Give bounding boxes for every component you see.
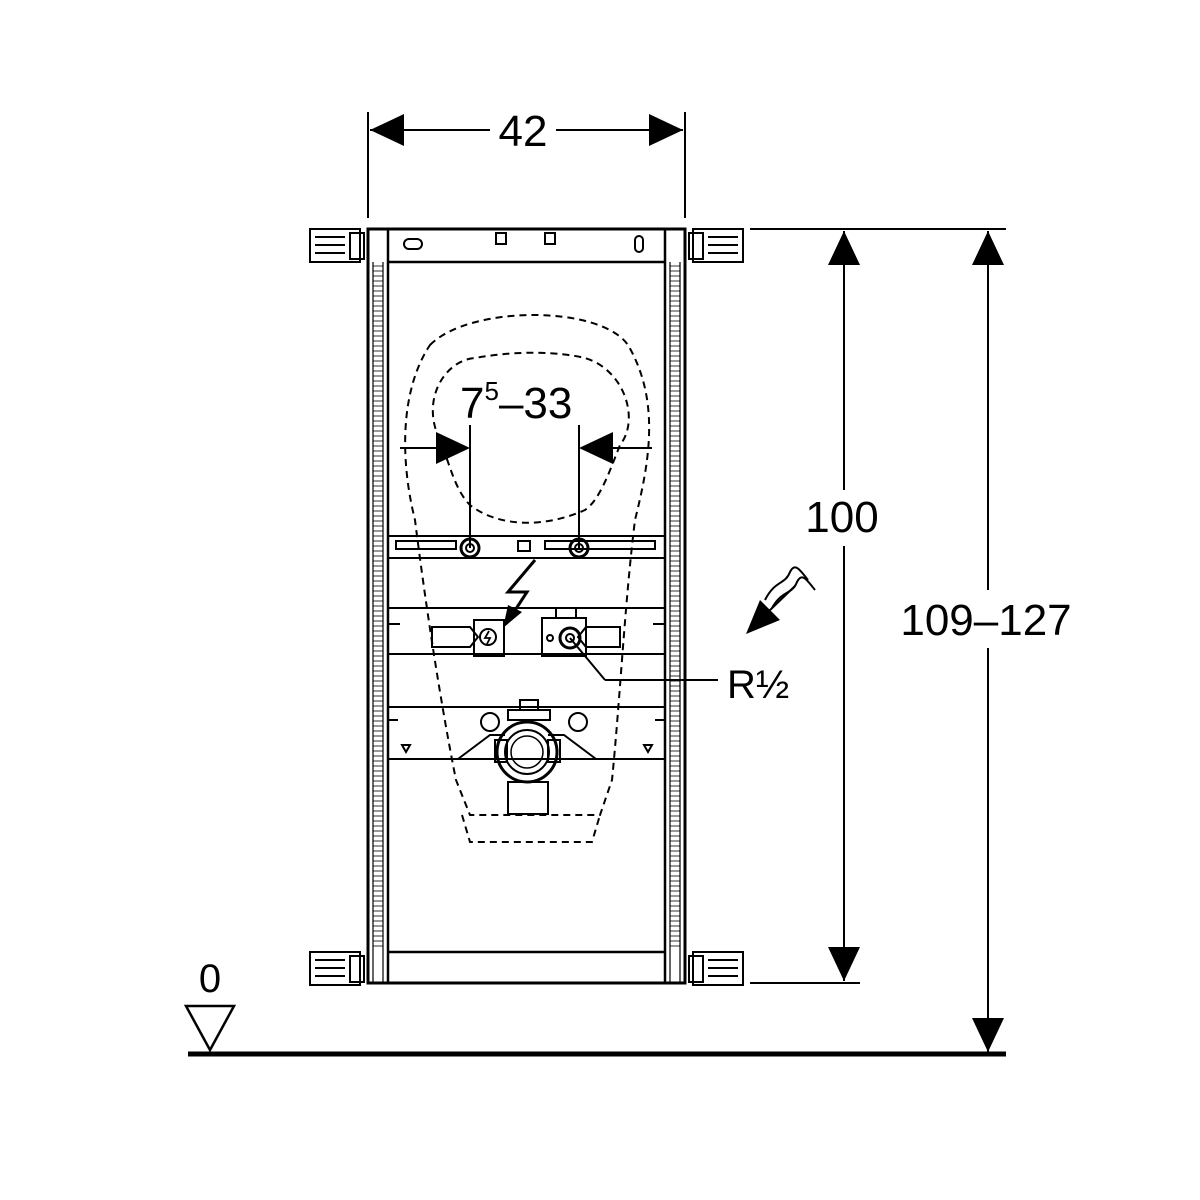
fixing-foot-bottom-left [309,951,365,986]
pipe-thread-label: R½ [727,663,789,707]
frame-height-label: 100 [805,493,878,542]
bidet-outline [404,314,651,843]
fixing-foot-bottom-right [688,951,744,986]
opening-range-dimension [400,425,652,548]
total-height-dimension [860,228,1006,1052]
frame-height-dimension [750,228,860,984]
fixing-foot-top-left [309,228,365,263]
power-socket-icon [479,628,497,646]
water-connection [546,626,718,681]
opening-range-label: 75–33 [460,376,572,428]
fixing-foot-top-right [688,228,744,263]
top-rail-holes [403,232,644,253]
water-supply-icon [746,566,816,634]
drain-outlet [494,699,561,815]
width-dimension [367,112,686,218]
mounting-rail [387,535,666,559]
floor-level-label: 0 [199,957,221,1001]
width-label: 42 [499,107,548,156]
frame [366,227,687,985]
floor-level-marker-icon [183,1004,237,1053]
drain-rail [387,706,666,760]
supply-rail [387,607,666,657]
post-perforation: /* placeholder for ticks drawn below */ [373,265,680,947]
electrical-connection-icon [503,559,537,628]
total-height-label: 109–127 [900,596,1071,645]
